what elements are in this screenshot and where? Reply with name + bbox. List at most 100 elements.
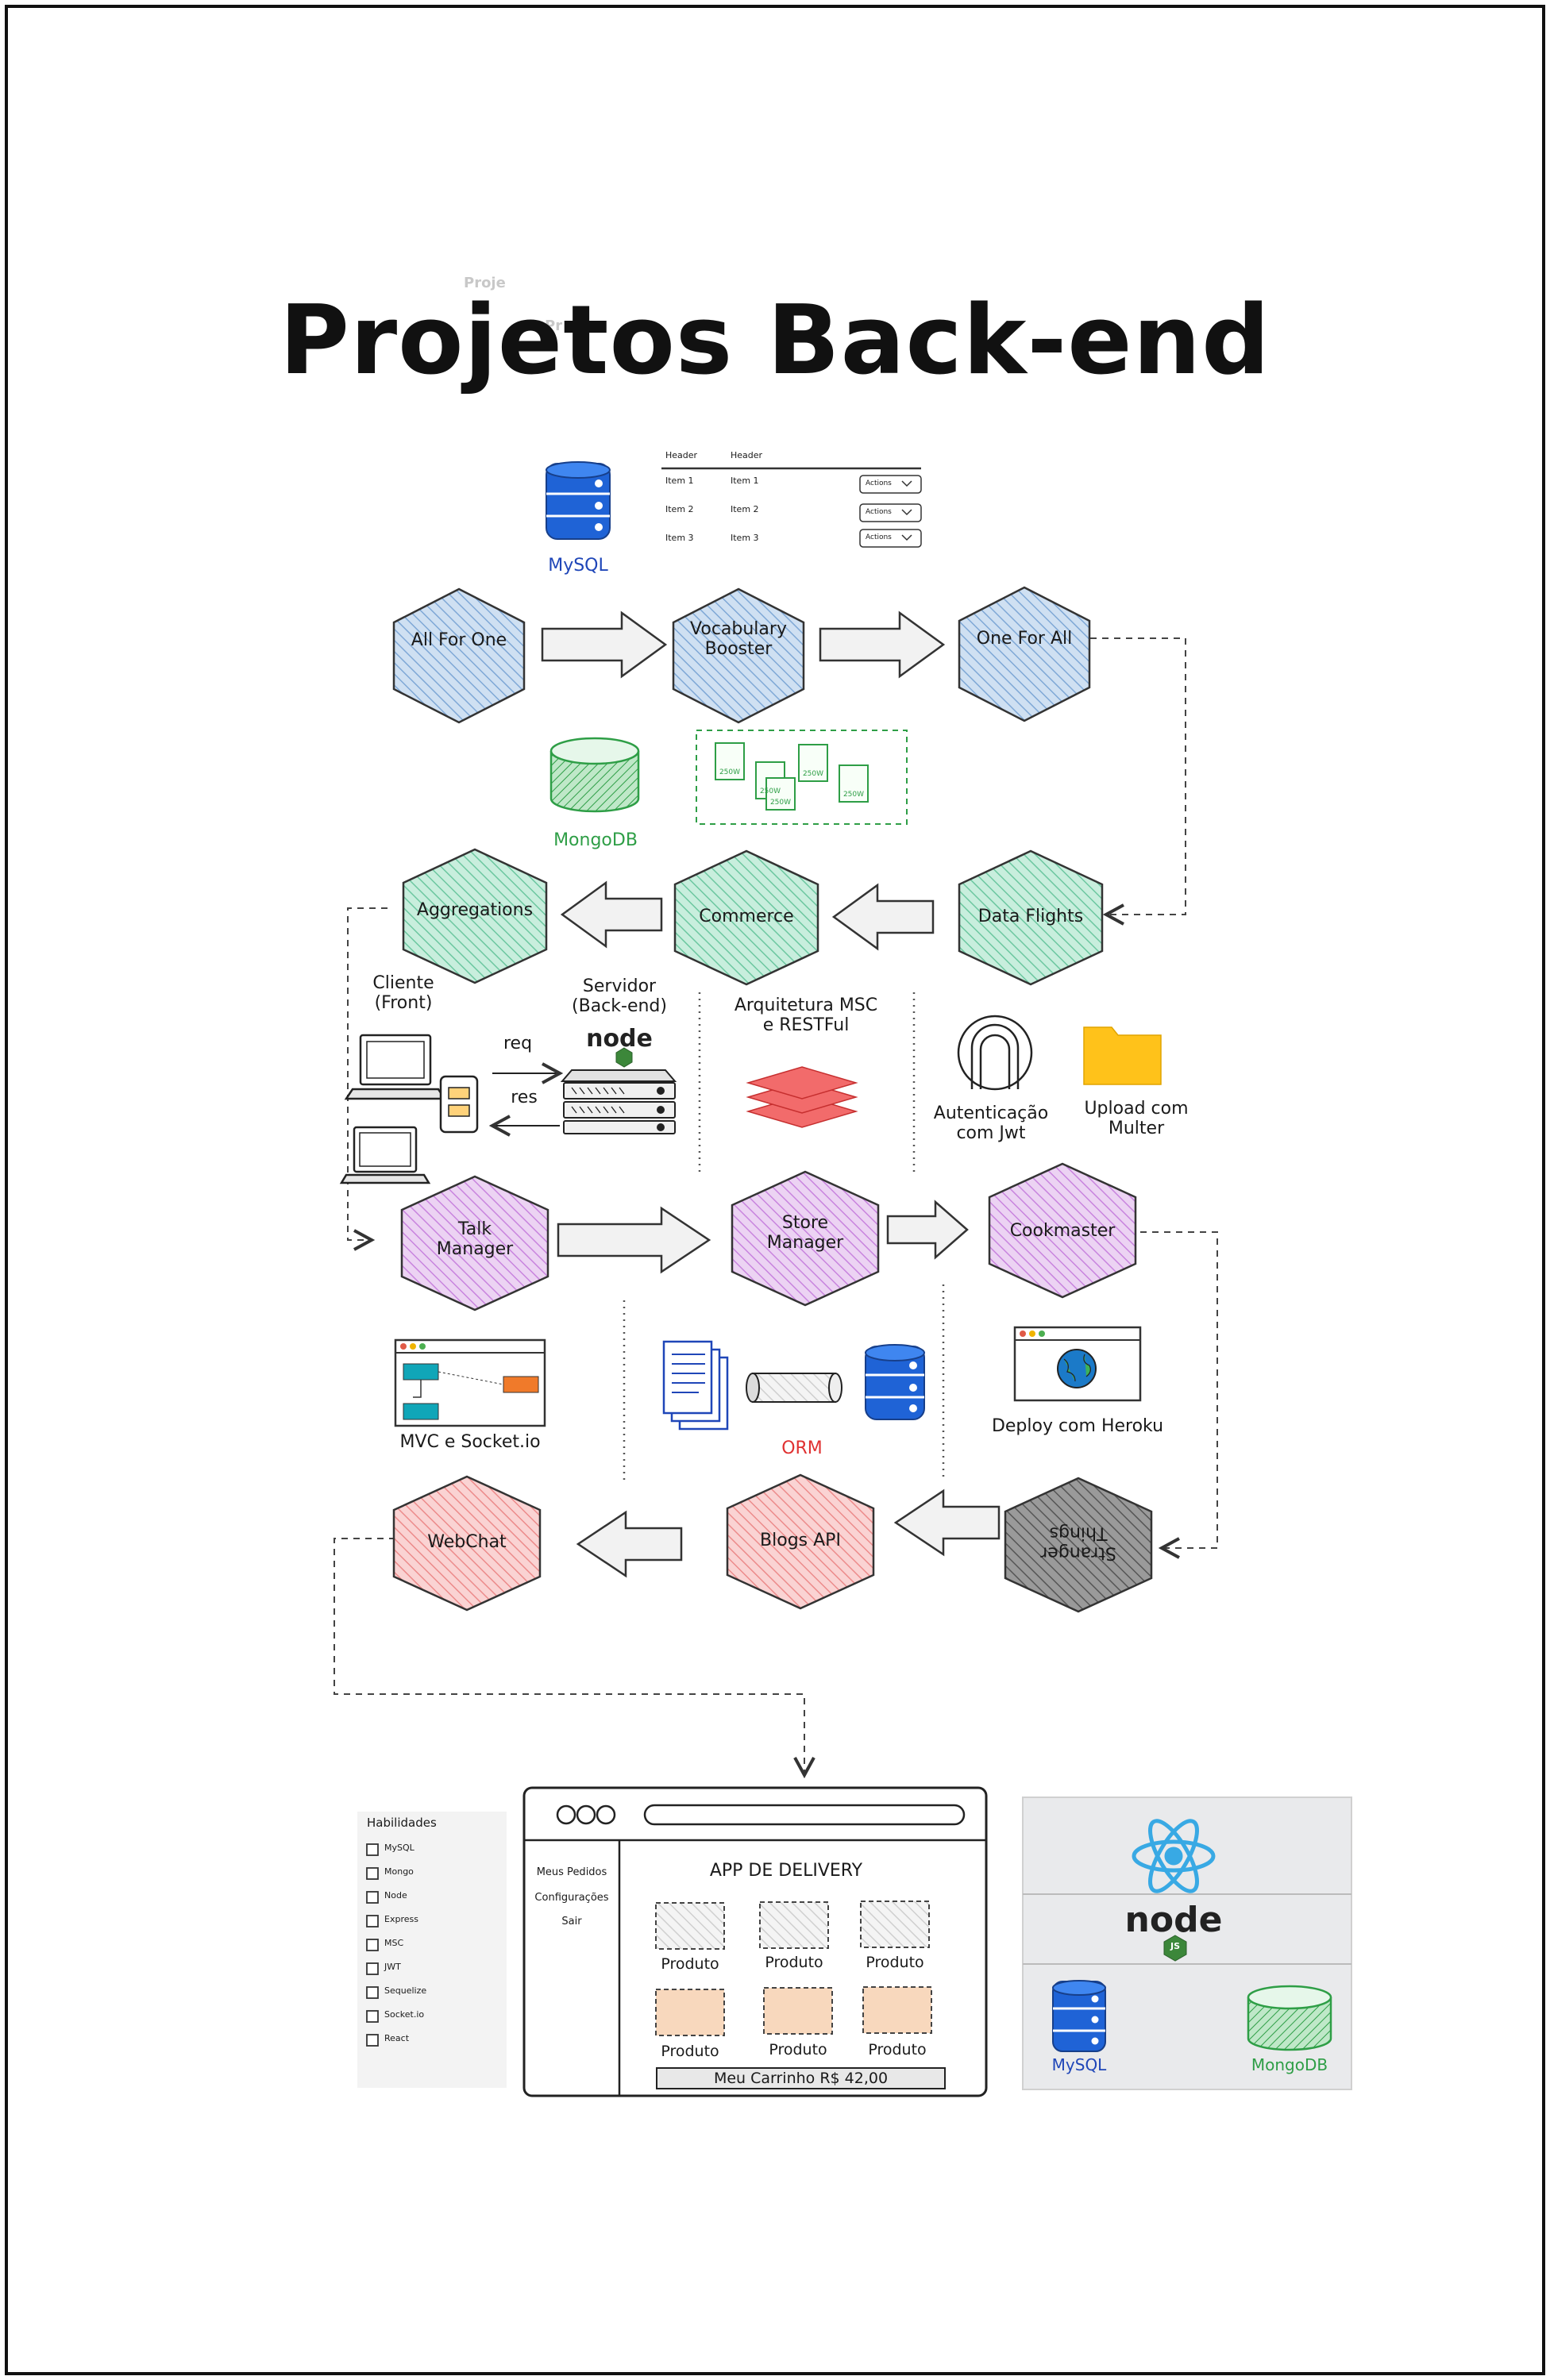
client-computers [339,1034,479,1184]
project-all-for-one[interactable]: All For One [411,630,507,650]
req-res-arrows [492,1073,560,1126]
product-label[interactable]: Produto [765,1954,823,1971]
mvc-window [394,1338,546,1427]
cart-bar [656,2067,946,2089]
skill-item[interactable]: Socket.io [384,2009,425,2020]
connector-wc-app [334,1538,804,1775]
ghost-text-1: Proje [464,275,506,291]
deploy-label: Deploy com Heroku [991,1416,1164,1436]
table-actions-button[interactable]: Actions [866,479,892,487]
stack-mysql-label: MySQL [1051,2055,1107,2074]
project-stranger-things[interactable]: Stranger Things [1040,1523,1116,1563]
connector-agg-tm [347,907,388,1240]
file-badge: 250W [719,768,741,776]
hex-store-manager [731,1170,880,1307]
project-aggregations[interactable]: Aggregations [416,900,534,920]
cart-button[interactable]: Meu Carrinho R$ 42,00 [713,2070,889,2087]
project-talk-manager[interactable]: Talk Manager [436,1219,514,1260]
file-badge: 250W [759,788,781,795]
table-header-2: Header [731,450,763,460]
project-cookmaster[interactable]: Cookmaster [1009,1221,1116,1241]
orm-database-icon [865,1344,925,1420]
auth-icon [957,1015,1033,1091]
project-one-for-all[interactable]: One For All [976,629,1073,649]
arrow-vb-ofa [819,610,946,679]
table-cell: Item 1 [731,476,759,486]
table-cell: Item 3 [731,533,759,543]
skill-item[interactable]: Mongo [384,1866,414,1877]
skills-panel [357,1812,507,2088]
hex-one-for-all [958,586,1091,722]
pipe-icon [746,1373,842,1403]
project-commerce[interactable]: Commerce [699,907,794,926]
arrow-tm-sm [557,1206,711,1274]
product-label[interactable]: Produto [661,1955,719,1973]
file-badge: 250W [842,791,865,799]
hex-aggregations [402,848,548,984]
ghost-text-2: Pr [545,318,563,334]
table-actions-button[interactable]: Actions [866,508,892,516]
orm-label: ORM [781,1438,823,1458]
project-data-flights[interactable]: Data Flights [977,907,1084,926]
req-label: req [503,1034,533,1053]
files-group [696,730,908,825]
stack-mysql-icon [1052,1980,1106,2052]
mvc-label: MVC e Socket.io [399,1432,541,1452]
mysql-icon [546,461,611,540]
product-label[interactable]: Produto [866,1954,924,1971]
file-badge: 250W [769,799,792,807]
menu-item-configuracoes[interactable]: Configurações [534,1892,609,1904]
skill-item[interactable]: MSC [384,1938,404,1948]
msc-label: Arquitetura MSC e RESTFul [734,996,878,1036]
menu-item-meus-pedidos[interactable]: Meus Pedidos [536,1866,607,1878]
arrow-st-ba [893,1488,1001,1557]
hex-talk-manager [400,1175,549,1311]
dashed-connectors [334,637,1218,1775]
table-cell: Item 1 [665,476,694,486]
menu-item-sair[interactable]: Sair [561,1916,582,1927]
hex-cookmaster [988,1162,1137,1299]
stack-mongodb-icon [1247,1985,1332,2051]
server-rack [560,1069,677,1134]
hex-data-flights [958,849,1104,986]
app-heading: APP DE DELIVERY [709,1861,863,1881]
mongodb-label: MongoDB [553,830,638,850]
dotted-separators [623,992,945,1483]
table-cell: Item 3 [665,533,694,543]
deploy-window [1013,1326,1142,1402]
project-vocabulary-booster[interactable]: Vocabulary Booster [690,619,787,660]
project-webchat[interactable]: WebChat [427,1532,507,1552]
connector-ofa-df [1090,637,1186,915]
page-title: Projetos Back-end [280,286,1270,396]
arrow-com-agg [560,880,663,949]
mongodb-icon [549,737,640,813]
table-mock [661,467,922,548]
skill-item[interactable]: Node [384,1890,407,1901]
hex-vocabulary-booster [672,587,805,724]
upload-label: Upload com Multer [1084,1099,1189,1139]
hex-stranger-things [1004,1477,1153,1613]
table-cell: Item 2 [665,504,694,514]
server-label: Servidor (Back-end) [572,976,667,1017]
table-actions-button[interactable]: Actions [866,533,892,541]
project-blogs-api[interactable]: Blogs API [760,1531,841,1550]
product-label[interactable]: Produto [769,2041,827,2058]
product-label[interactable]: Produto [661,2043,719,2060]
skill-item[interactable]: JWT [384,1962,401,1972]
outer-frame [5,5,1545,2375]
res-label: res [511,1088,538,1107]
client-label: Cliente (Front) [372,973,434,1014]
skill-item[interactable]: Sequelize [384,1985,427,1996]
skill-item[interactable]: MySQL [384,1843,414,1853]
stack-mongodb-label: MongoDB [1251,2055,1328,2074]
skill-item[interactable]: Express [384,1914,418,1924]
hex-webchat [392,1475,542,1612]
documents-icon [662,1340,729,1431]
skill-item[interactable]: React [384,2033,410,2043]
table-header-1: Header [665,450,698,460]
project-store-manager[interactable]: Store Manager [766,1213,844,1254]
product-label[interactable]: Produto [868,2041,927,2058]
mysql-label: MySQL [548,556,608,576]
hexagons [392,586,1153,1613]
